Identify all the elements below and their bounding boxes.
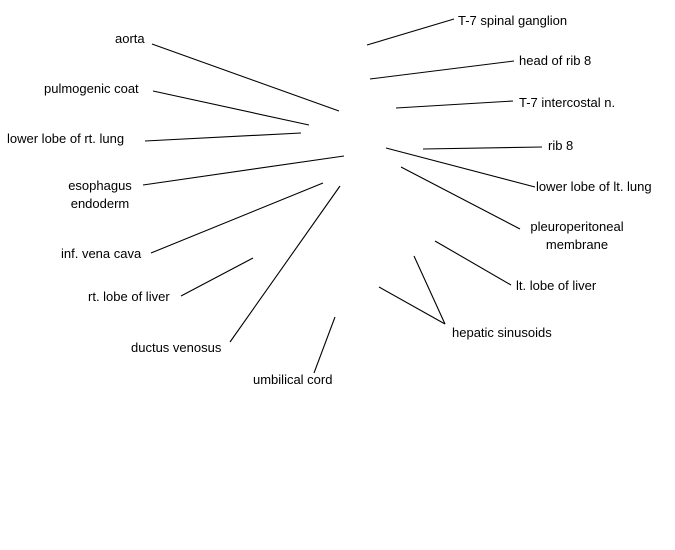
leader-lower-lobe-lt-lung	[385, 147, 536, 188]
label-pleuroperitoneal-membrane: pleuroperitoneal membrane	[516, 218, 638, 254]
leader-aorta	[151, 43, 340, 112]
label-t7-intercostal-n: T-7 intercostal n.	[519, 95, 616, 110]
leader-hepatic-sinusoids-b	[378, 286, 446, 325]
leader-hepatic-sinusoids-a	[413, 255, 446, 325]
label-rib-8: rib 8	[548, 138, 574, 153]
leader-t7-spinal-ganglion	[366, 18, 455, 46]
label-lower-lobe-rt-lung: lower lobe of rt. lung	[7, 131, 125, 146]
label-hepatic-sinusoids: hepatic sinusoids	[452, 325, 552, 340]
leader-rt-lobe-of-liver	[180, 257, 254, 297]
label-esophagus-line2: endoderm	[70, 196, 130, 211]
label-esophagus-endoderm: esophagus endoderm	[55, 177, 145, 213]
leader-umbilical-cord	[313, 316, 336, 374]
leader-lt-lobe-of-liver	[434, 240, 512, 286]
label-head-of-rib-8: head of rib 8	[519, 53, 592, 68]
leader-rib-8	[422, 146, 543, 150]
label-pleuroperitoneal-line2: membrane	[545, 237, 609, 252]
label-umbilical-cord: umbilical cord	[253, 372, 333, 387]
label-pleuroperitoneal-line1: pleuroperitoneal	[530, 219, 624, 234]
label-t7-spinal-ganglion: T-7 spinal ganglion	[458, 13, 568, 28]
leader-lower-lobe-rt-lung	[144, 132, 302, 142]
label-ductus-venosus: ductus venosus	[131, 340, 222, 355]
leader-pleuroperitoneal-membrane	[400, 166, 521, 230]
leader-head-of-rib-8	[369, 60, 515, 80]
leader-esophagus-endoderm	[142, 155, 345, 186]
label-aorta: aorta	[115, 31, 145, 46]
leader-t7-intercostal-n	[395, 100, 514, 109]
leader-ductus-venosus	[229, 185, 341, 343]
label-rt-lobe-of-liver: rt. lobe of liver	[88, 289, 170, 304]
label-lt-lobe-of-liver: lt. lobe of liver	[516, 278, 597, 293]
leader-pulmogenic-coat	[152, 90, 310, 126]
label-lower-lobe-lt-lung: lower lobe of lt. lung	[536, 179, 652, 194]
label-inf-vena-cava: inf. vena cava	[61, 246, 142, 261]
leader-inf-vena-cava	[150, 182, 324, 254]
label-pulmogenic-coat: pulmogenic coat	[44, 81, 139, 96]
label-esophagus-line1: esophagus	[68, 178, 132, 193]
